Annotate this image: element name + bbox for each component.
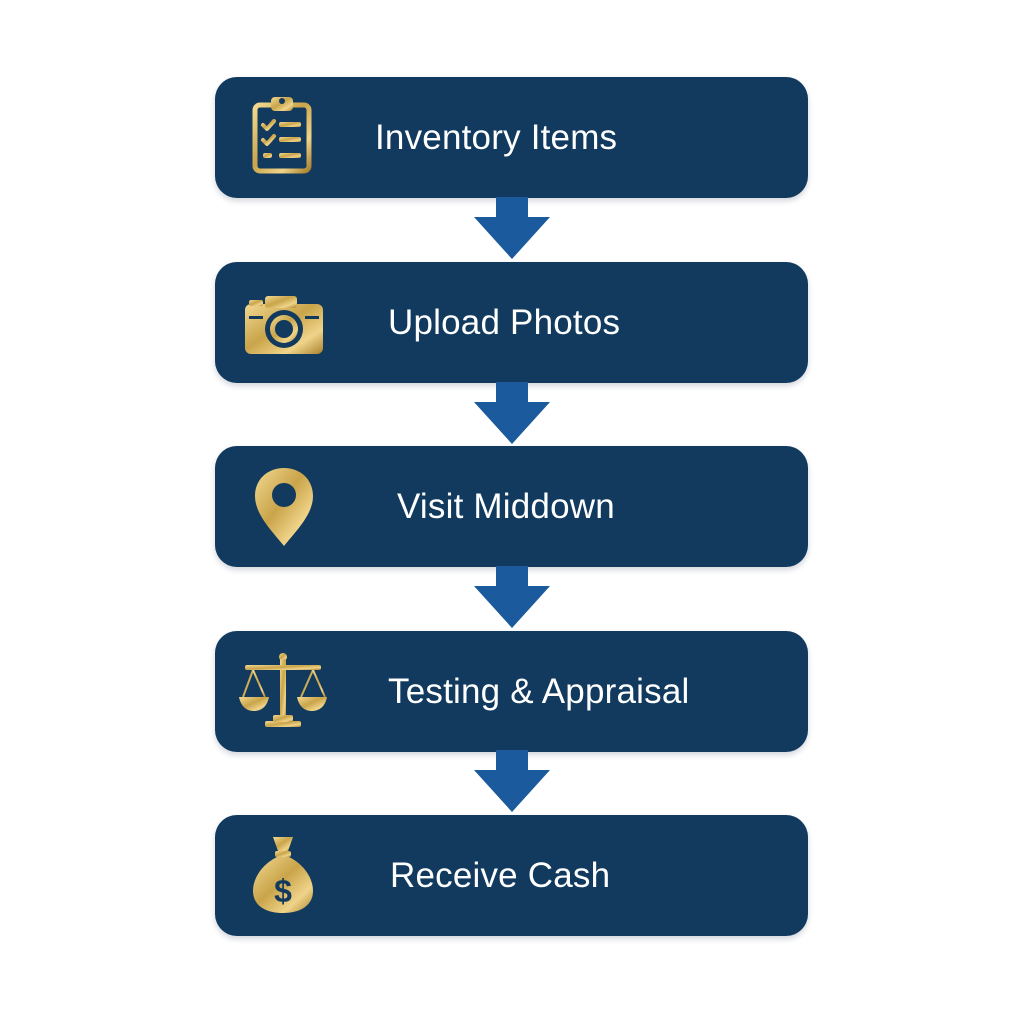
down-arrow-icon	[470, 750, 554, 814]
step-label: Inventory Items	[375, 118, 618, 157]
step-inventory-items: Inventory Items	[215, 77, 808, 198]
balance-scale-icon	[235, 645, 331, 737]
down-arrow-icon	[470, 566, 554, 630]
location-pin-icon	[235, 460, 331, 552]
step-receive-cash: $ Receive Cash	[215, 815, 808, 936]
step-label: Testing & Appraisal	[388, 672, 690, 711]
clipboard-checklist-icon	[235, 91, 331, 183]
step-label: Receive Cash	[390, 856, 611, 895]
step-testing-appraisal: Testing & Appraisal	[215, 631, 808, 752]
step-visit-middown: Visit Middown	[215, 446, 808, 567]
step-label: Upload Photos	[388, 303, 621, 342]
down-arrow-icon	[470, 197, 554, 261]
step-upload-photos: Upload Photos	[215, 262, 808, 383]
step-label: Visit Middown	[397, 487, 615, 526]
camera-icon	[235, 276, 331, 368]
money-bag-icon: $	[235, 829, 331, 921]
svg-text:$: $	[274, 873, 292, 909]
down-arrow-icon	[470, 382, 554, 446]
